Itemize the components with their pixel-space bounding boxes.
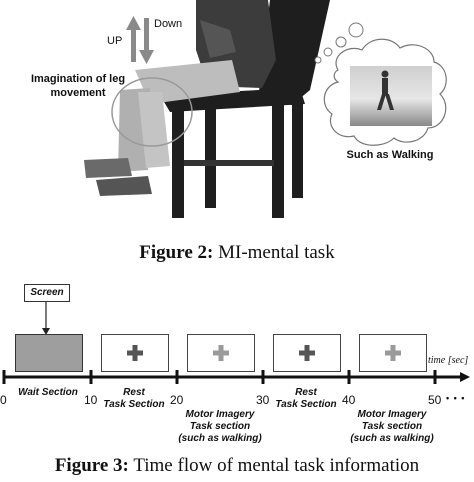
mi-section-label-2-line1: Motor Imagery bbox=[357, 409, 427, 420]
tick-label-20: 20 bbox=[170, 393, 184, 407]
rest-section-label-2-line1: Rest bbox=[295, 387, 317, 398]
up-label: UP bbox=[107, 35, 123, 47]
figure-3: Screen time [sec] • • • 0 10 20 30 40 50… bbox=[0, 275, 474, 482]
rest-section-label-1-line2: Task Section bbox=[103, 399, 165, 410]
wait-section-label: Wait Section bbox=[18, 387, 78, 398]
light-cross-icon bbox=[213, 345, 229, 361]
rest-section-label-1-line1: Rest bbox=[123, 387, 145, 398]
wait-screen-box bbox=[15, 334, 83, 372]
light-cross-icon bbox=[385, 345, 401, 361]
seated-person-illustration bbox=[84, 0, 276, 196]
dark-cross-icon bbox=[299, 345, 315, 361]
mi-section-label-1: Motor Imagery Task section (such as walk… bbox=[175, 409, 265, 445]
rest-screen-box-2 bbox=[273, 334, 341, 372]
rest-section-label-2-line2: Task Section bbox=[275, 399, 337, 410]
thought-label: Such as Walking bbox=[346, 149, 434, 161]
figure-3-caption-text: Time flow of mental task information bbox=[133, 455, 420, 476]
dark-cross-icon bbox=[127, 345, 143, 361]
figure-2-illustration bbox=[84, 0, 447, 218]
mi-section-label-2-line3: (such as walking) bbox=[350, 433, 434, 444]
mi-screen-box-1 bbox=[187, 334, 255, 372]
tick-label-10: 10 bbox=[84, 393, 98, 407]
figure-2-caption-text: MI-mental task bbox=[218, 242, 335, 263]
thought-bubble-dots bbox=[314, 22, 364, 64]
time-axis-ticks bbox=[2, 370, 437, 384]
tick-label-30: 30 bbox=[256, 393, 270, 407]
thought-cloud bbox=[323, 38, 447, 146]
down-label: Down bbox=[154, 18, 183, 30]
rest-screen-box-1 bbox=[101, 334, 169, 372]
mi-section-label-2: Motor Imagery Task section (such as walk… bbox=[347, 409, 437, 445]
mi-section-label-1-line1: Motor Imagery bbox=[185, 409, 255, 420]
rest-section-label-1: Rest Task Section bbox=[98, 387, 170, 411]
figure-3-caption: Figure 3: Time flow of mental task infor… bbox=[0, 455, 474, 477]
screen-label: Screen bbox=[24, 284, 70, 302]
imagination-label: Imagination of leg movement bbox=[30, 73, 126, 99]
down-arrow-icon bbox=[139, 18, 154, 64]
figure-2-caption: Figure 2: MI-mental task bbox=[0, 242, 474, 264]
figure-2: UP Down Imagination of leg movement Such… bbox=[0, 0, 474, 263]
tick-label-40: 40 bbox=[342, 393, 356, 407]
figure-2-caption-prefix: Figure 2: bbox=[139, 242, 214, 263]
mi-section-label-1-line3: (such as walking) bbox=[178, 433, 262, 444]
figure-3-timeline bbox=[2, 302, 470, 384]
mi-screen-box-2 bbox=[359, 334, 427, 372]
screen-arrowhead-icon bbox=[42, 328, 50, 335]
mi-section-label-2-line2: Task section bbox=[361, 421, 423, 432]
rest-section-label-2: Rest Task Section bbox=[270, 387, 342, 411]
tick-label-50: 50 bbox=[428, 393, 442, 407]
up-arrow-icon bbox=[126, 16, 141, 62]
time-axis-arrowhead-icon bbox=[460, 372, 470, 382]
tick-label-0: 0 bbox=[0, 393, 7, 407]
mi-section-label-1-line2: Task section bbox=[189, 421, 251, 432]
figure-3-caption-prefix: Figure 3: bbox=[54, 455, 129, 476]
time-axis-label: time [sec] bbox=[428, 355, 469, 366]
ellipsis: • • • bbox=[446, 393, 466, 403]
